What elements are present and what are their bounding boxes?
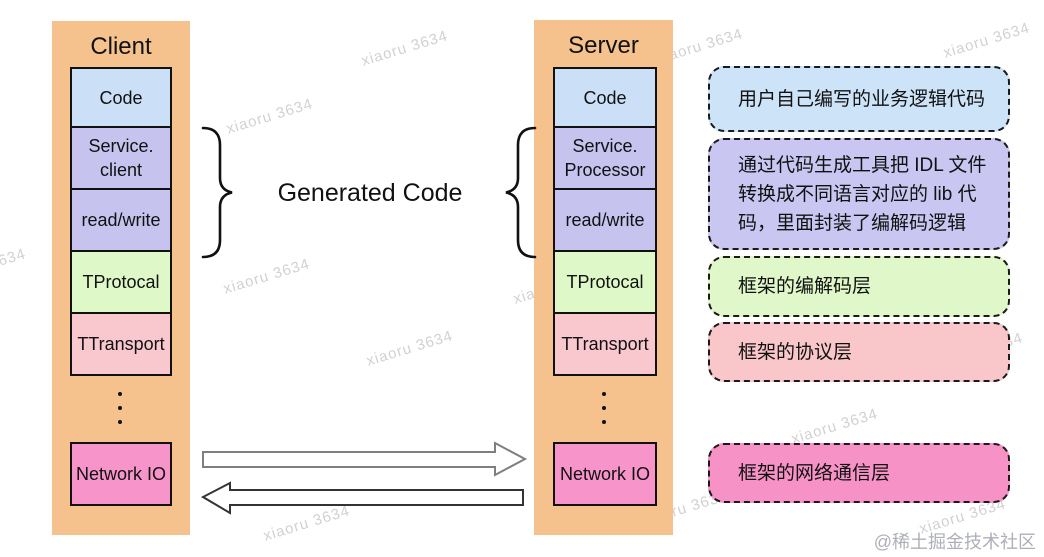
client-box-ttransport: TTransport — [70, 312, 172, 376]
annotation-network-layer: 框架的网络通信层 — [708, 443, 1010, 503]
server-box-code: Code — [553, 67, 657, 128]
network-arrows — [200, 441, 528, 515]
watermark: xiaoru 3634 — [359, 27, 450, 70]
annotation-generated-lib: 通过代码生成工具把 IDL 文件 转换成不同语言对应的 lib 代 码，里面封装… — [708, 138, 1010, 250]
community-credit: @稀土掘金技术社区 — [873, 532, 1036, 552]
watermark: xiaoru 3634 — [0, 245, 28, 287]
watermark: xiaoru 3634 — [364, 327, 455, 370]
client-box-tprotocal: TProtocal — [70, 250, 172, 314]
client-column: Client Code Service. client read/write T… — [52, 21, 190, 535]
watermark: xiaoru 3634 — [789, 405, 880, 448]
annotation-business-code: 用户自己编写的业务逻辑代码 — [708, 66, 1010, 132]
watermark: xiaoru 3634 — [941, 19, 1032, 62]
server-box-processor: Service. Processor — [553, 126, 657, 190]
server-column: Server Code Service. Processor read/writ… — [534, 20, 673, 535]
curly-brace-right — [505, 126, 537, 259]
client-box-readwrite: read/write — [70, 188, 172, 252]
server-box-networkio: Network IO — [553, 442, 657, 506]
server-column-title: Server — [568, 32, 639, 59]
client-box-service: Service. client — [70, 126, 172, 190]
arrow-left-icon — [200, 481, 524, 515]
server-stack: Code Service. Processor read/write TProt… — [553, 67, 657, 376]
arrow-right-icon — [202, 441, 528, 477]
server-box-readwrite: read/write — [553, 188, 657, 252]
generated-code-label: Generated Code — [277, 179, 463, 207]
client-ellipsis — [118, 392, 122, 424]
annotation-protocol-layer: 框架的协议层 — [708, 322, 1010, 382]
client-box-networkio: Network IO — [70, 442, 172, 506]
server-ellipsis — [602, 392, 606, 424]
client-stack: Code Service. client read/write TProtoca… — [70, 67, 172, 376]
server-box-ttransport: TTransport — [553, 312, 657, 376]
curly-brace-left — [201, 126, 233, 259]
server-box-tprotocal: TProtocal — [553, 250, 657, 314]
annotation-codec-layer: 框架的编解码层 — [708, 256, 1010, 317]
client-box-code: Code — [70, 67, 172, 128]
client-column-title: Client — [90, 33, 152, 60]
